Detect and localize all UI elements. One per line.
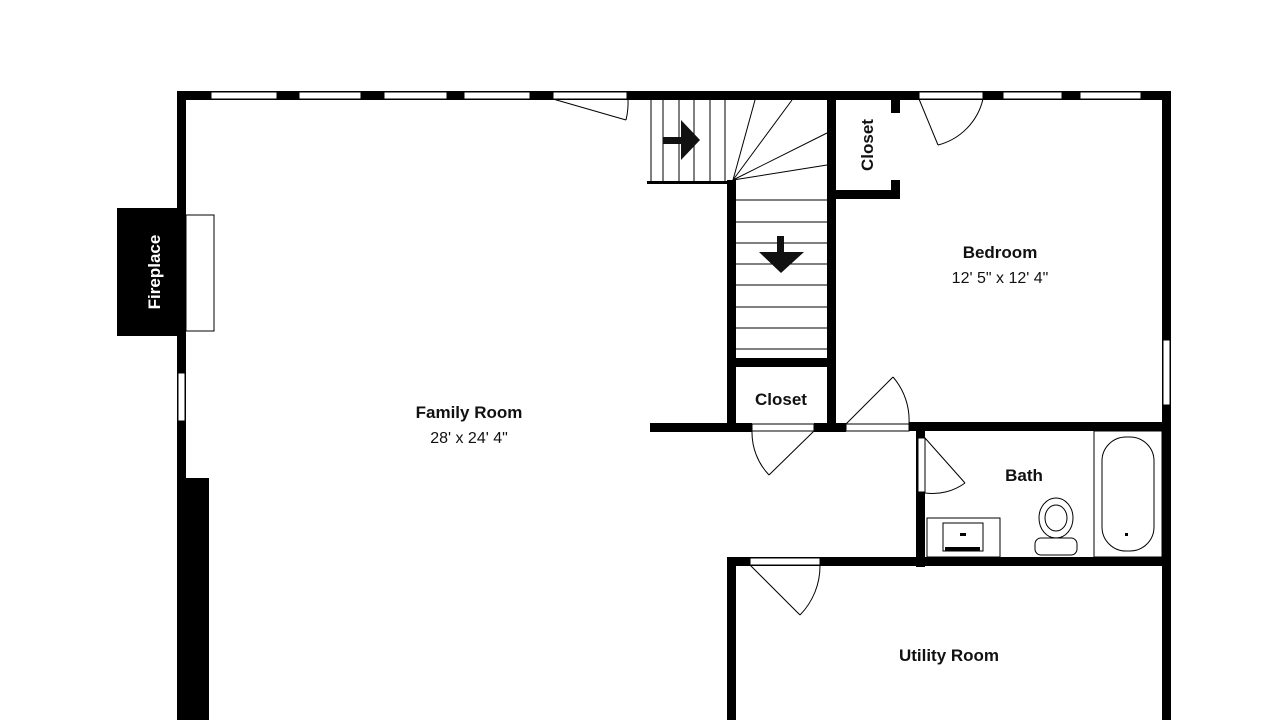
room-dims-bedroom: 12' 5" x 12' 4" <box>952 270 1049 287</box>
interior-walls <box>650 358 1171 720</box>
outer-walls <box>177 91 1171 720</box>
arrow-down-icon <box>759 236 804 273</box>
door-opening <box>751 423 815 432</box>
bath-fixtures <box>917 430 1163 558</box>
closet-top: Closet <box>836 96 900 199</box>
room-dims-family: 28' x 24' 4" <box>430 430 508 447</box>
door-swing <box>918 98 984 146</box>
right-window <box>1162 339 1171 406</box>
left-window <box>177 372 186 422</box>
closet-top-label: Closet <box>858 119 877 171</box>
door-swing <box>751 429 815 476</box>
arrow-right-icon <box>663 120 700 160</box>
closet-mid-label: Closet <box>755 390 807 409</box>
door-opening <box>845 423 910 432</box>
door-swing <box>552 98 629 121</box>
door-swing <box>749 564 821 616</box>
top-windows <box>210 91 1142 100</box>
door-opening <box>749 557 821 566</box>
fireplace: Fireplace <box>117 208 215 336</box>
room-name-family: Family Room <box>416 403 523 422</box>
fireplace-label: Fireplace <box>145 235 164 310</box>
stairs <box>647 95 836 432</box>
room-name-bath: Bath <box>1005 466 1043 485</box>
room-name-bedroom: Bedroom <box>963 243 1038 262</box>
door-swing <box>845 376 910 425</box>
room-name-utility: Utility Room <box>899 646 999 665</box>
